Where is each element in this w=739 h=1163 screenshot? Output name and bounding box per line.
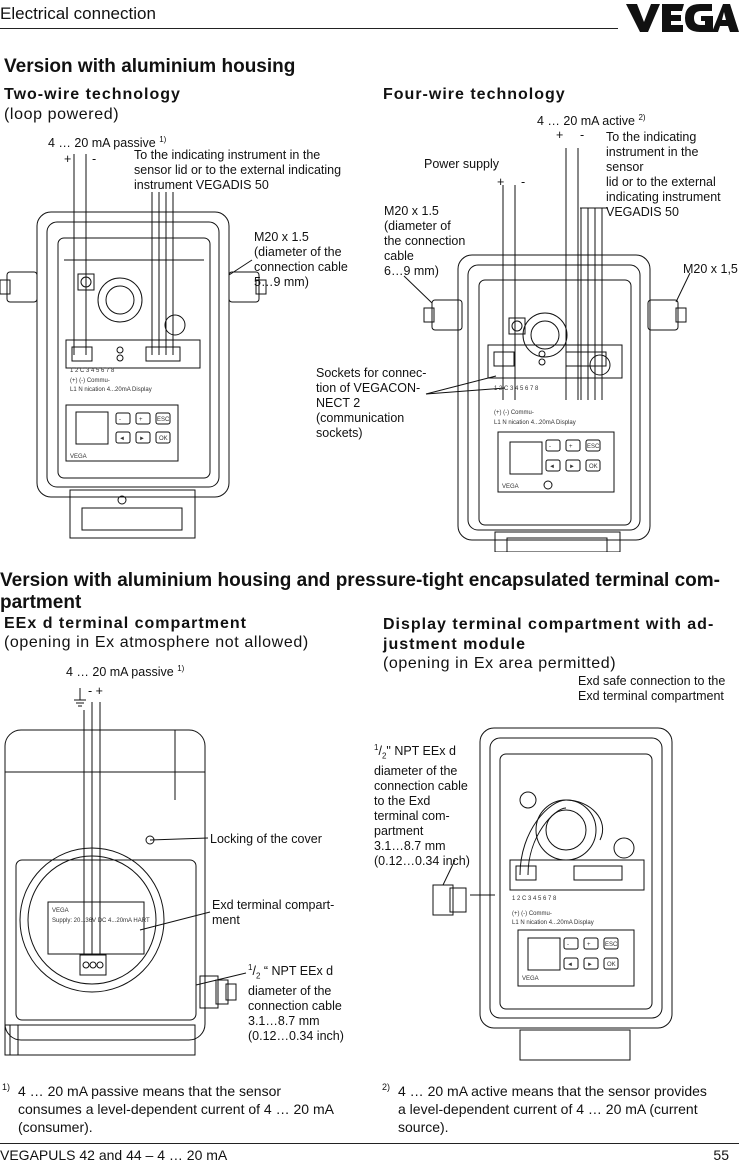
- section1-drawings: 1 2 C 3 4 5 6 7 8 (+) (-) Commu- L1 N ni…: [0, 148, 691, 552]
- display-subheading: (opening in Ex area permitted): [383, 655, 617, 672]
- eexd-polarity: - +: [88, 684, 103, 698]
- vega-logo: [626, 4, 739, 32]
- terminal-labels-a-ex: (+) (-) Commu-: [512, 911, 552, 917]
- two-wire-plus: +: [64, 152, 72, 166]
- footnote1-mark: 1): [2, 1082, 11, 1092]
- key-esc-ex: ESC: [605, 942, 618, 948]
- power-supply-label: Power supply: [424, 157, 500, 171]
- page-number: 55: [713, 1147, 729, 1163]
- eexd-subheading: (opening in Ex atmosphere not allowed): [4, 634, 309, 651]
- two-wire-heading: Two-wire technology: [4, 86, 181, 103]
- key-esc-left: ESC: [157, 417, 170, 423]
- two-wire-signal: 4 … 20 mA passive 1): [48, 135, 167, 151]
- display-npt-note: 1/2" NPT EEx d diameter of the connectio…: [374, 743, 470, 868]
- key-left-ex: ◄: [567, 962, 573, 968]
- four-wire-signal: 4 … 20 mA active 2): [537, 113, 646, 129]
- section2-title: Version with aluminium housing and press…: [0, 570, 721, 613]
- terminal-numbers-left: 1 2 C 3 4 5 6 7 8: [70, 368, 115, 374]
- two-wire-minus: -: [92, 152, 97, 166]
- footnote2: 4 … 20 mA active means that the sensor p…: [398, 1083, 707, 1135]
- four-wire-cable-right: M20 x 1,5: [683, 262, 738, 276]
- footnote1: 4 … 20 mA passive means that the sensor …: [18, 1083, 334, 1135]
- eexd-supply-plate: Supply: 20...36V DC 4...20mA HART: [52, 918, 150, 924]
- header-rule: [0, 28, 618, 29]
- terminal-numbers-ex: 1 2 C 3 4 5 6 7 8: [512, 896, 557, 902]
- sockets-note: Sockets for connec- tion of VEGACON- NEC…: [316, 366, 427, 440]
- terminal-labels-b-ex: L1 N nication 4...20mA Display: [512, 920, 594, 926]
- locking-note: Locking of the cover: [210, 832, 322, 846]
- eexd-brand: VEGA: [52, 908, 69, 914]
- display-heading: Display terminal compartment with ad- ju…: [383, 616, 715, 653]
- two-wire-cable-note: M20 x 1.5 (diameter of the connection ca…: [254, 230, 348, 289]
- footnote2-mark: 2): [382, 1082, 391, 1092]
- module-brand-left: VEGA: [70, 454, 87, 460]
- terminal-numbers-right: 1 2 C 3 4 5 6 7 8: [494, 386, 539, 392]
- four-wire-minus: -: [580, 128, 585, 142]
- two-wire-indicator-note: To the indicating instrument in the sens…: [134, 148, 342, 192]
- terminal-labels-a-right: (+) (-) Commu-: [494, 410, 534, 416]
- key-plus-ex: +: [587, 942, 591, 948]
- footer-rule: [0, 1143, 739, 1144]
- key-plus-left: +: [139, 417, 143, 423]
- eexd-signal: 4 … 20 mA passive 1): [66, 664, 185, 680]
- four-wire-heading: Four-wire technology: [383, 86, 566, 103]
- module-brand-right: VEGA: [502, 484, 519, 490]
- eexd-npt-note: 1/2 “ NPT EEx d diameter of the connecti…: [248, 963, 344, 1043]
- terminal-labels-b-right: L1 N nication 4...20mA Display: [494, 420, 576, 426]
- section2-drawings: VEGA Supply: 20...36V DC 4...20mA HART 1…: [4, 688, 673, 1061]
- terminal-labels-b-left: L1 N nication 4...20mA Display: [70, 387, 152, 393]
- key-right-right: ►: [569, 464, 575, 470]
- key-minus-left: -: [119, 417, 121, 423]
- section-title: Electrical connection: [0, 4, 156, 23]
- four-wire-cable-note: M20 x 1.5 (diameter of the connection ca…: [384, 204, 466, 278]
- key-left-right: ◄: [549, 464, 555, 470]
- exd-compartment-note: Exd terminal compart- ment: [212, 898, 335, 927]
- four-wire-indicator-note: To the indicating instrument in the sens…: [606, 130, 721, 219]
- power-plus: +: [497, 175, 505, 189]
- terminal-labels-a-left: (+) (-) Commu-: [70, 378, 110, 384]
- key-right-left: ►: [139, 436, 145, 442]
- key-left-left: ◄: [119, 436, 125, 442]
- power-minus: -: [521, 175, 526, 189]
- key-ok-left: OK: [159, 436, 168, 442]
- key-right-ex: ►: [587, 962, 593, 968]
- two-wire-subheading: (loop powered): [4, 106, 120, 123]
- key-esc-right: ESC: [587, 444, 600, 450]
- footer-document-title: VEGAPULS 42 and 44 – 4 … 20 mA: [0, 1147, 228, 1163]
- four-wire-plus: +: [556, 128, 564, 142]
- exd-safe-note: Exd safe connection to the Exd terminal …: [578, 674, 726, 703]
- key-plus-right: +: [569, 444, 573, 450]
- section1-title: Version with aluminium housing: [4, 56, 296, 77]
- eexd-heading: EEx d terminal compartment: [4, 615, 247, 632]
- key-ok-right: OK: [589, 464, 598, 470]
- key-minus-ex: -: [567, 942, 569, 948]
- module-brand-ex: VEGA: [522, 976, 539, 982]
- key-minus-right: -: [549, 444, 551, 450]
- key-ok-ex: OK: [607, 962, 616, 968]
